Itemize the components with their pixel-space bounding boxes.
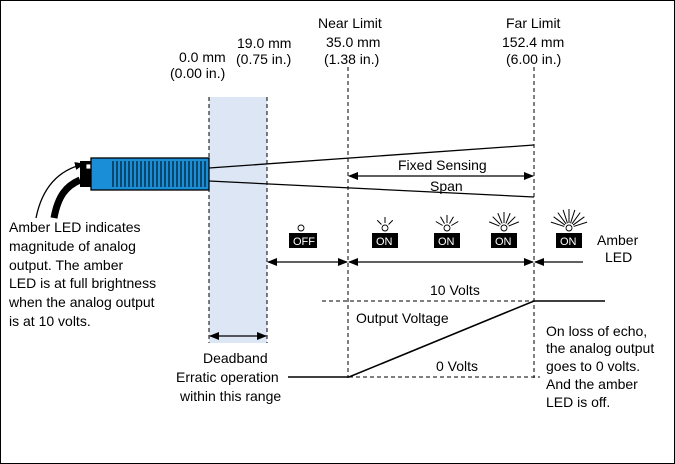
echo-loss-line: LED is off. bbox=[546, 394, 610, 410]
led-bulb-icon bbox=[565, 224, 573, 232]
led-bulb-icon bbox=[381, 224, 389, 232]
deadband-zone bbox=[209, 97, 267, 343]
led-glow-ray bbox=[388, 219, 394, 225]
deadband-note-line2: Erratic operation bbox=[176, 369, 279, 385]
echo-loss-line: the analog output bbox=[546, 340, 654, 356]
near-limit-mm-label: 35.0 mm bbox=[326, 34, 380, 50]
cable bbox=[50, 176, 82, 219]
deadband-note-line1: Deadband bbox=[203, 350, 268, 366]
led-on-text: ON bbox=[560, 236, 577, 248]
echo-loss-note: On loss of echo, the analog output goes … bbox=[546, 323, 654, 410]
led-glow-ray bbox=[557, 212, 567, 225]
sensing-span-line1: Fixed Sensing bbox=[398, 157, 487, 173]
led-on-badge: ON bbox=[550, 209, 588, 248]
echo-loss-line: And the amber bbox=[546, 376, 638, 392]
led-bulb-icon bbox=[297, 224, 305, 232]
led-on-text: ON bbox=[495, 236, 512, 248]
led-glow-ray bbox=[550, 221, 565, 227]
led-glow-ray bbox=[497, 213, 503, 224]
led-badge-box bbox=[289, 233, 317, 248]
led-glow-ray bbox=[573, 221, 588, 227]
led-badge-box bbox=[434, 233, 460, 248]
zero-mm-label: 0.0 mm bbox=[179, 49, 226, 65]
sensing-span-line2: Span bbox=[430, 178, 463, 194]
led-note-line: magnitude of analog bbox=[9, 238, 136, 254]
led-note-line: LED is at full brightness bbox=[9, 275, 156, 291]
far-limit-mm-label: 152.4 mm bbox=[502, 34, 564, 50]
beam-upper-line bbox=[208, 144, 535, 169]
led-glow-ray bbox=[571, 212, 581, 225]
led-off-text: OFF bbox=[293, 236, 315, 248]
near-limit-in-label: (1.38 in.) bbox=[324, 51, 379, 67]
amber-led-label-line1: Amber bbox=[597, 232, 639, 248]
far-limit-title: Far Limit bbox=[506, 15, 561, 31]
sensor-body bbox=[90, 157, 210, 191]
led-bulb-icon bbox=[500, 224, 508, 232]
led-note: Amber LED indicates magnitude of analog … bbox=[8, 219, 156, 329]
led-off-badge: OFF bbox=[289, 224, 317, 248]
led-badge-box bbox=[372, 233, 398, 248]
zero-in-label: (0.00 in.) bbox=[170, 65, 225, 81]
output-voltage-label: Output Voltage bbox=[356, 310, 449, 326]
led-on-text: ON bbox=[376, 236, 393, 248]
led-glow-ray bbox=[449, 216, 454, 224]
led-pointer-arrow bbox=[35, 162, 85, 219]
led-glow-ray bbox=[440, 216, 445, 224]
led-glow-ray bbox=[435, 221, 443, 226]
led-bulb-icon bbox=[443, 224, 451, 232]
ultrasonic-sensor bbox=[80, 157, 210, 191]
near-limit-title: Near Limit bbox=[318, 15, 382, 31]
led-note-line: Amber LED indicates bbox=[9, 219, 141, 235]
led-glow-ray bbox=[492, 216, 501, 225]
led-note-line: when the analog output bbox=[8, 294, 155, 310]
led-badge-box bbox=[491, 233, 517, 248]
led-glow-ray bbox=[572, 216, 585, 226]
led-badge-box bbox=[556, 233, 582, 248]
led-glow-ray bbox=[505, 213, 511, 224]
led-glow-ray bbox=[508, 221, 519, 227]
beam-lower-line bbox=[208, 180, 535, 198]
amber-led-label-line2: LED bbox=[605, 249, 632, 265]
led-note-line: output. The amber bbox=[9, 257, 123, 273]
sensor-ribs bbox=[112, 161, 206, 187]
deadband-end-mm-label: 19.0 mm bbox=[237, 35, 291, 51]
deadband-end-in-label: (0.75 in.) bbox=[236, 51, 291, 67]
led-glow-ray bbox=[562, 209, 568, 224]
led-glow-ray bbox=[570, 209, 576, 224]
led-on-text: ON bbox=[438, 236, 455, 248]
led-glow-ray bbox=[489, 221, 500, 227]
led-glow-ray bbox=[451, 221, 459, 226]
echo-loss-line: On loss of echo, bbox=[546, 323, 647, 339]
ten-volts-label: 10 Volts bbox=[430, 282, 480, 298]
sensor-led bbox=[85, 163, 92, 170]
led-on-badge: ON bbox=[489, 212, 519, 248]
led-glow-ray bbox=[553, 216, 566, 226]
led-on-badges: ON ON ON ON bbox=[372, 209, 588, 248]
led-on-badge: ON bbox=[434, 215, 460, 248]
output-voltage-curve bbox=[288, 300, 605, 378]
zero-volts-label: 0 Volts bbox=[436, 358, 478, 374]
far-limit-in-label: (6.00 in.) bbox=[506, 51, 561, 67]
led-glow-ray bbox=[507, 216, 516, 225]
deadband-note-line3: within this range bbox=[179, 388, 281, 404]
echo-loss-line: goes to 0 volts. bbox=[546, 358, 640, 374]
led-glow-ray bbox=[376, 219, 382, 225]
led-note-line: is at 10 volts. bbox=[9, 313, 91, 329]
led-on-badge: ON bbox=[372, 217, 398, 248]
